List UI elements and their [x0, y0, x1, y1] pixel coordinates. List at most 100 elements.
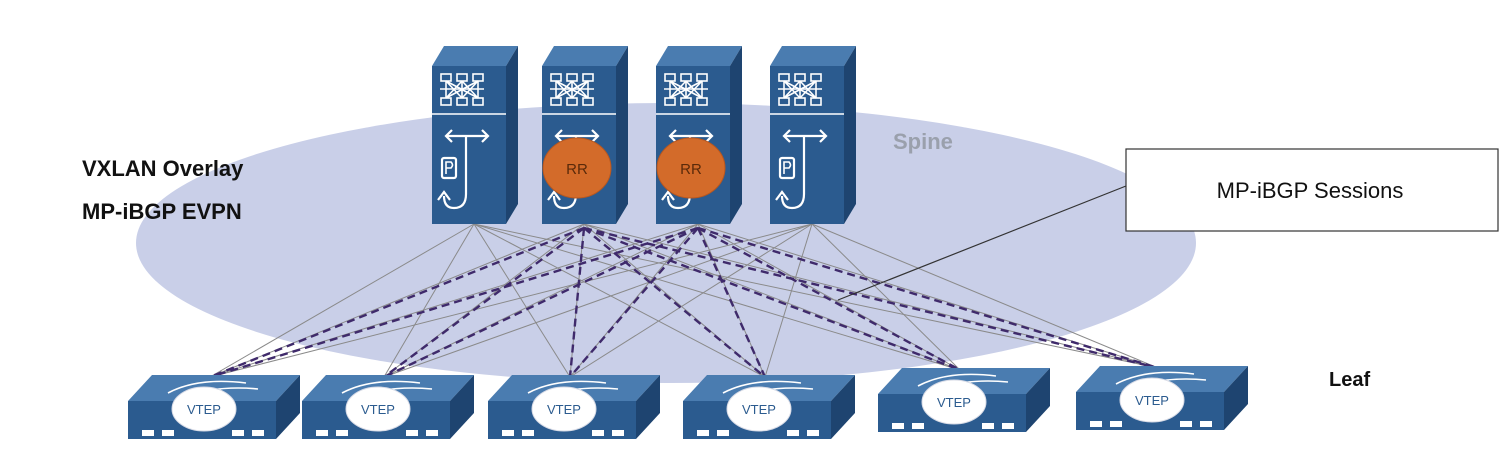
leaf-side-face: [1224, 366, 1248, 430]
leaf-tier-label: Leaf: [1329, 369, 1370, 391]
arrow-head: [668, 129, 677, 143]
callout-box: [1125, 148, 1499, 232]
swirl-line: [167, 380, 247, 394]
routing-arrows-icon: [775, 129, 828, 210]
leaf-switch-icon: VTEP: [1076, 366, 1248, 430]
port-glyph: [522, 430, 534, 436]
physical-link: [473, 223, 961, 371]
arrow-head: [437, 190, 451, 201]
leaf-switch-icon: VTEP: [302, 375, 474, 439]
swirl-line: [527, 380, 607, 394]
spine-side-face: [616, 46, 628, 224]
mp-ibgp-sessions-callout: MP-iBGP Sessions: [1125, 148, 1499, 232]
route-reflector-badge: RR: [542, 137, 612, 199]
fabric-crossbar-icon: [440, 73, 484, 106]
mp-ibgp-session-link: [583, 227, 766, 378]
physical-link: [383, 223, 475, 378]
arrow-head: [554, 129, 563, 143]
vtep-badge: VTEP: [531, 386, 597, 432]
callout-label: MP-iBGP Sessions: [1217, 178, 1404, 203]
vtep-badge-label: VTEP: [742, 402, 776, 417]
leaf-switch-icon: VTEP: [878, 368, 1050, 432]
physical-link: [209, 223, 585, 378]
leaf-ports: [697, 430, 819, 436]
vtep-badge-label: VTEP: [361, 402, 395, 417]
rr-badge-circle: [542, 137, 612, 199]
port-glyph: [697, 430, 709, 436]
leaf-ports: [316, 430, 438, 436]
swirl-line: [917, 373, 997, 387]
vtep-badge: VTEP: [921, 379, 987, 425]
port-glyph: [316, 430, 328, 436]
port-glyph: [252, 430, 264, 436]
arrow-head: [481, 129, 490, 143]
port-glyph: [336, 430, 348, 436]
hook-arrow: [666, 136, 692, 210]
arrow-head: [661, 190, 675, 201]
port-glyph: [162, 430, 174, 436]
physical-link: [583, 223, 961, 371]
arrow-head: [591, 129, 600, 143]
physical-link: [473, 223, 571, 378]
physical-link: [811, 223, 961, 371]
mp-ibgp-session-links: [209, 226, 1159, 379]
port-glyph: [807, 430, 819, 436]
port-glyph: [426, 430, 438, 436]
leaf-side-face: [450, 375, 474, 439]
overlay-label-evpn: MP-iBGP EVPN: [82, 199, 242, 224]
vtep-badge: VTEP: [345, 386, 411, 432]
port-glyph: [232, 430, 244, 436]
leaf-switch-icon: VTEP: [683, 375, 855, 439]
leaf-ports: [502, 430, 624, 436]
vtep-badge: VTEP: [726, 386, 792, 432]
swirl-line: [341, 380, 421, 394]
port-glyph: [787, 430, 799, 436]
fabric-crossbar-icon: [550, 73, 594, 106]
port-glyph: [982, 423, 994, 429]
swirl-line: [722, 380, 802, 394]
rr-badge-label: RR: [566, 161, 588, 178]
callout-leader-line: [837, 185, 1127, 301]
vtep-badge-circle: [171, 386, 237, 432]
port-glyph: [717, 430, 729, 436]
vtep-badge-circle: [531, 386, 597, 432]
leaf-switch-icon: VTEP: [488, 375, 660, 439]
policy-box: [778, 156, 796, 180]
mp-ibgp-session-link: [583, 226, 1159, 370]
hook-arrow: [442, 136, 468, 210]
vtep-badge-label: VTEP: [187, 402, 221, 417]
spine-tier-label: Spine: [893, 129, 953, 154]
policy-p-glyph: [445, 161, 454, 174]
leaf-side-face: [636, 375, 660, 439]
port-glyph: [592, 430, 604, 436]
rr-badge-circle: [656, 137, 726, 199]
physical-link: [209, 223, 475, 378]
mp-ibgp-session-link: [697, 226, 1159, 370]
route-reflector-badge: RR: [656, 137, 726, 199]
fabric-crossbar-icon: [778, 73, 822, 106]
leaf-ports: [892, 423, 1014, 429]
spine-top-face: [656, 46, 742, 66]
mp-ibgp-session-link: [383, 227, 585, 378]
policy-p-glyph: [783, 161, 792, 174]
mp-ibgp-session-link: [209, 226, 699, 379]
physical-link: [811, 223, 1159, 369]
vtep-badge-circle: [1119, 377, 1185, 423]
physical-link: [569, 223, 813, 378]
physical-link: [209, 223, 699, 378]
spine-top-face: [542, 46, 628, 66]
port-glyph: [1110, 421, 1122, 427]
leaf-side-face: [831, 375, 855, 439]
vtep-badge-label: VTEP: [1135, 393, 1169, 408]
arrow-head: [705, 129, 714, 143]
spine-top-face: [432, 46, 518, 66]
spine-switch-icon: [432, 46, 518, 224]
physical-link: [473, 223, 1159, 369]
vtep-badge-label: VTEP: [547, 402, 581, 417]
mp-ibgp-session-link: [209, 226, 585, 379]
vtep-badge-label: VTEP: [937, 395, 971, 410]
port-glyph: [612, 430, 624, 436]
spine-switch-icon: RR: [542, 46, 628, 224]
physical-link: [209, 223, 813, 378]
spine-side-face: [506, 46, 518, 224]
